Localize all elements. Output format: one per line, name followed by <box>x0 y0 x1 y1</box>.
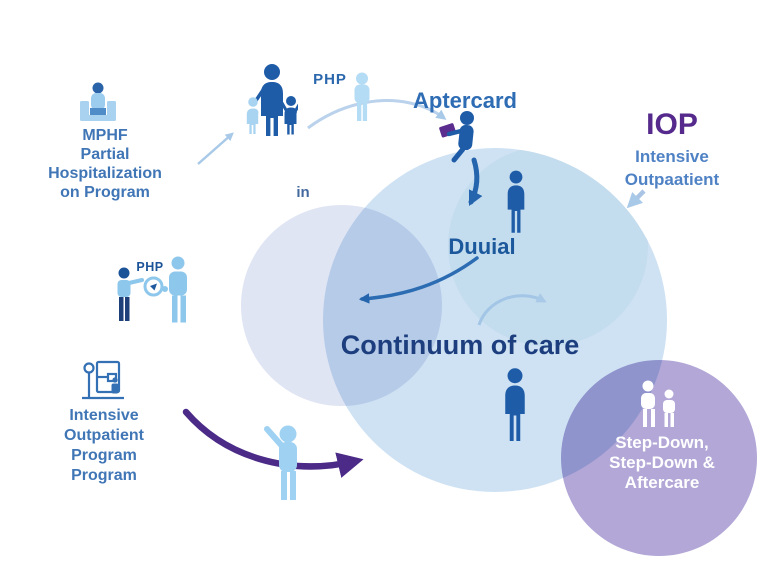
page-title: Continuum of care <box>340 330 580 360</box>
stepdown-line1: Step-Down, <box>615 433 709 452</box>
aptercard-person-icon <box>439 111 474 163</box>
stepdown-circle <box>561 360 757 556</box>
stepdown-line2: Step-Down & <box>609 453 715 472</box>
dual-person-icon <box>502 170 530 234</box>
mphf-abbr: MPHF <box>82 127 128 144</box>
mphf-label: MPHF Partial Hospitalization on Program <box>25 126 185 202</box>
group-icon <box>641 380 675 427</box>
iop-program-line2: Outpatient <box>64 427 144 444</box>
mphf-line3: on Program <box>60 184 150 201</box>
iop-line1: Intensive <box>635 147 709 166</box>
iop-line2: Outpaatient <box>624 170 720 189</box>
php-handoff-icon <box>117 256 187 323</box>
iop-sublabel: Intensive Outpaatient <box>602 145 742 191</box>
waving-person-icon <box>264 425 297 500</box>
iop-program-line1: Intensive <box>69 407 139 424</box>
duuial-label: Duuial <box>448 234 516 259</box>
doorway-icon <box>82 360 124 400</box>
mphf-line1: Partial <box>80 146 130 163</box>
mphf-chair-icon <box>80 82 116 121</box>
php-top-label: PHP <box>313 71 347 88</box>
php-mid-label: PHP <box>136 260 164 274</box>
iop-program-label: Intensive Outpatient Program Program <box>24 406 184 486</box>
iop-program-line4: Program <box>71 467 137 484</box>
aptercard-label: Aptercard <box>413 88 517 113</box>
iop-abbr: IOP <box>646 108 698 141</box>
up-right-arrow <box>197 132 234 165</box>
php-circle <box>241 205 442 406</box>
family-icon <box>246 64 298 136</box>
mphf-line2: Hospitalization <box>48 165 162 182</box>
stepdown-label: Step-Down, Step-Down & Aftercare <box>582 433 742 493</box>
php-person-icon <box>354 72 370 121</box>
in-label: in <box>296 184 310 201</box>
continuum-person-icon <box>500 367 530 443</box>
iop-program-line3: Program <box>71 447 137 464</box>
stepdown-line3: Aftercare <box>624 473 700 492</box>
